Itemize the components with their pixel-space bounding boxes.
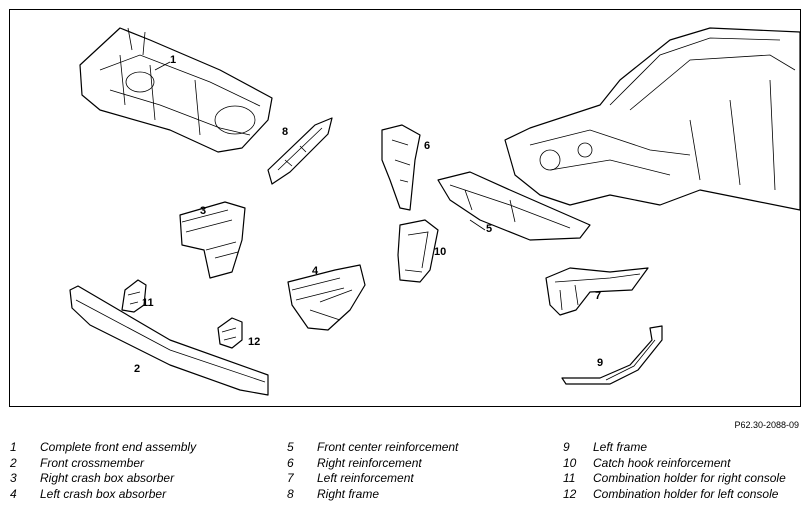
legend-item: 2 Front crossmember <box>10 456 196 472</box>
legend-column-2: 5 Front center reinforcement 6 Right reinf… <box>287 440 458 502</box>
legend-text: Left frame <box>593 440 648 454</box>
legend-number: 9 <box>563 440 570 454</box>
part-holder-right-console <box>121 279 147 313</box>
part-left-reinforcement <box>545 267 649 316</box>
legend-number: 11 <box>563 471 576 485</box>
legend-item: 8 Right frame <box>287 487 458 503</box>
part-left-frame <box>561 325 663 385</box>
legend-item: 9 Left frame <box>563 440 786 456</box>
legend-text: Right frame <box>317 486 380 501</box>
callout-2: 2 <box>134 363 141 375</box>
exploded-diagram: 1 2 3 4 5 6 7 8 9 10 11 12 <box>9 9 801 407</box>
legend-number: 6 <box>287 455 294 470</box>
legend-number: 8 <box>287 486 294 501</box>
legend-item: 12 Combination holder for left console <box>563 487 786 503</box>
part-front-end-assembly <box>79 27 273 153</box>
legend-column-1: 1 Complete front end assembly 2 Front cros… <box>10 440 196 502</box>
part-right-reinforcement <box>381 124 421 211</box>
legend-number: 1 <box>10 440 17 454</box>
legend-text: Left reinforcement <box>317 471 414 485</box>
legend-item: 4 Left crash box absorber <box>10 487 196 503</box>
legend-item: 5 Front center reinforcement <box>287 440 458 456</box>
callout-11: 11 <box>142 297 154 309</box>
parts-drawing <box>69 27 800 396</box>
legend-number: 7 <box>287 471 294 485</box>
legend-text: Catch hook reinforcement <box>593 455 731 470</box>
legend-column-3: 9 Left frame 10 Catch hook reinforcement 1… <box>563 440 786 502</box>
part-holder-left-console <box>217 317 243 349</box>
legend-number: 3 <box>10 471 17 485</box>
legend-number: 10 <box>563 455 577 470</box>
callout-3: 3 <box>200 205 207 217</box>
part-right-crash-box <box>179 201 246 279</box>
part-front-center-reinforcement <box>437 171 591 241</box>
legend-text: Right reinforcement <box>317 455 422 470</box>
callout-4: 4 <box>312 265 319 277</box>
part-catch-hook-reinforcement <box>397 219 439 283</box>
legend-item: 7 Left reinforcement <box>287 471 458 487</box>
legend-text: Combination holder for left console <box>593 486 779 501</box>
part-right-frame <box>267 117 333 185</box>
legend-text: Combination holder for right console <box>593 471 786 485</box>
legend-text: Front crossmember <box>40 455 145 470</box>
figure-reference: P62.30-2088-09 <box>734 420 799 430</box>
legend-text: Left crash box absorber <box>40 486 167 501</box>
legend-item: 6 Right reinforcement <box>287 456 458 472</box>
legend-number: 12 <box>563 486 577 501</box>
callout-10: 10 <box>434 246 447 258</box>
callout-8: 8 <box>282 126 289 138</box>
legend-number: 2 <box>10 455 17 470</box>
part-vehicle-body <box>504 27 800 211</box>
callout-12: 12 <box>248 336 261 348</box>
legend-number: 4 <box>10 486 17 501</box>
legend-text: Complete front end assembly <box>40 440 197 454</box>
callout-1: 1 <box>170 54 177 66</box>
legend-number: 5 <box>287 440 294 454</box>
legend-item: 10 Catch hook reinforcement <box>563 456 786 472</box>
legend-text: Front center reinforcement <box>317 440 459 454</box>
legend-text: Right crash box absorber <box>40 471 175 485</box>
legend-item: 1 Complete front end assembly <box>10 440 196 456</box>
part-left-crash-box <box>287 264 366 331</box>
callout-6: 6 <box>424 140 431 152</box>
legend-item: 3 Right crash box absorber <box>10 471 196 487</box>
part-front-crossmember <box>69 285 269 396</box>
callout-9: 9 <box>597 357 604 369</box>
legend-item: 11 Combination holder for right console <box>563 471 786 487</box>
callout-5: 5 <box>486 223 493 235</box>
callout-7: 7 <box>595 290 602 302</box>
